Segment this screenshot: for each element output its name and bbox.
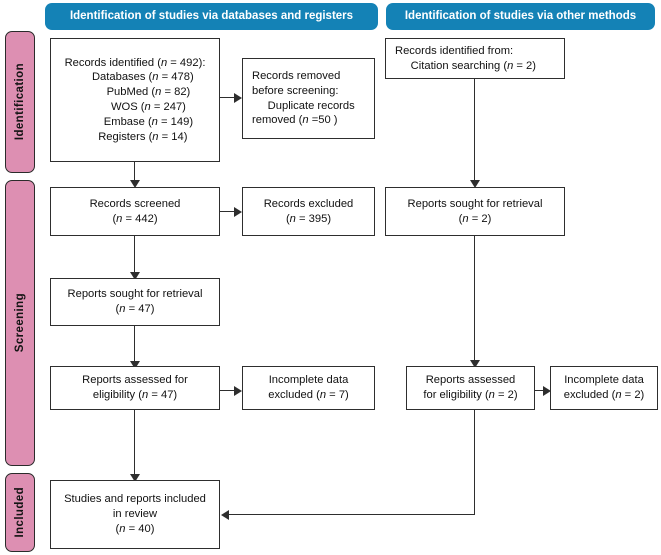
stage-bar-screening-label: Screening: [14, 293, 26, 353]
node-records-screened-line-2: (n = 442): [112, 212, 158, 225]
node-incomplete-right-line-2: excluded (n = 2): [563, 389, 645, 401]
node-studies-included-line-1: Studies and reports included: [64, 493, 206, 506]
edge-assessed-right-to-included-hline: [228, 514, 475, 516]
node-reports-assessed-left-line-1: Reports assessed for: [82, 374, 188, 387]
edge-sought-to-assessed-line: [134, 326, 136, 366]
node-records-removed-line-2: before screening:: [252, 84, 339, 97]
node-reports-sought-right-line-2: (n = 2): [458, 212, 492, 225]
node-incomplete-left: Incomplete data excluded (n = 7): [242, 366, 375, 410]
node-incomplete-right: Incomplete data excluded (n = 2): [550, 366, 658, 410]
column-header-other-methods: Identification of studies via other meth…: [386, 3, 655, 30]
node-incomplete-right-line-1: Incomplete data: [564, 374, 644, 387]
node-records-identified: Records identified (n = 492): Databases …: [50, 38, 220, 162]
node-records-identified-line-4: WOS (n = 247): [110, 101, 186, 113]
node-reports-assessed-right-line-2: for eligibility (n = 2): [423, 389, 518, 401]
node-studies-included-line-2: in review: [112, 508, 158, 521]
node-incomplete-left-line-1: Incomplete data: [268, 374, 349, 387]
node-records-excluded-line-1: Records excluded: [263, 197, 354, 210]
node-records-identified-line-5: Embase (n = 149): [103, 115, 194, 128]
node-records-removed-line-3: Duplicate records: [267, 99, 355, 112]
node-records-identified-line-1: Records identified (n = 492):: [64, 56, 206, 69]
edge-assessed-right-to-included-arrow: [221, 510, 229, 520]
edge-sought-right-to-assessed-right-line: [474, 236, 476, 368]
node-records-removed: Records removed before screening: Duplic…: [242, 58, 375, 139]
edge-screened-to-sought-arrow: [130, 272, 140, 280]
node-reports-assessed-left-line-2: eligibility (n = 47): [92, 389, 178, 401]
edge-screened-to-sought-line: [134, 236, 136, 276]
node-reports-sought-left: Reports sought for retrieval (n = 47): [50, 278, 220, 326]
node-studies-included-line-3: (n = 40): [115, 522, 155, 535]
node-records-identified-line-2: Databases (n = 478): [91, 71, 194, 84]
column-header-databases: Identification of studies via databases …: [45, 3, 378, 30]
node-records-identified-other-line-1: Records identified from:: [395, 44, 514, 57]
node-reports-assessed-right: Reports assessed for eligibility (n = 2): [406, 366, 535, 410]
node-reports-sought-left-line-1: Reports sought for retrieval: [67, 288, 203, 301]
node-reports-assessed-left: Reports assessed for eligibility (n = 47…: [50, 366, 220, 410]
stage-bar-screening: Screening: [5, 180, 35, 466]
column-header-other-methods-label: Identification of studies via other meth…: [404, 9, 637, 22]
edge-assessed-to-incomplete-line: [220, 390, 238, 392]
node-records-screened: Records screened (n = 442): [50, 187, 220, 236]
edge-screened-to-excluded-line: [220, 211, 238, 213]
column-header-databases-label: Identification of studies via databases …: [69, 9, 354, 22]
stage-bar-identification-label: Identification: [14, 63, 26, 141]
edge-assessed-to-incomplete-arrow: [234, 386, 242, 396]
stage-bar-included-label: Included: [14, 487, 26, 538]
edge-identified-to-removed-arrow: [234, 93, 242, 103]
node-reports-sought-right: Reports sought for retrieval (n = 2): [385, 187, 565, 236]
stage-bar-included: Included: [5, 473, 35, 552]
node-records-identified-line-3: PubMed (n = 82): [106, 86, 191, 99]
node-records-screened-line-1: Records screened: [89, 197, 181, 210]
node-records-removed-line-1: Records removed: [252, 69, 341, 82]
edge-other-to-sought-arrow: [470, 180, 480, 188]
edge-screened-to-excluded-arrow: [234, 207, 242, 217]
edge-assessed-right-to-incomplete-right-arrow: [543, 386, 551, 396]
node-records-excluded: Records excluded (n = 395): [242, 187, 375, 236]
edge-assessed-to-included-line: [134, 410, 136, 480]
node-reports-assessed-right-line-1: Reports assessed: [425, 374, 516, 387]
node-records-identified-line-6: Registers (n = 14): [98, 130, 188, 143]
node-records-removed-line-4: removed (n =50 ): [252, 114, 338, 127]
edge-sought-right-to-assessed-right-arrow: [470, 360, 480, 368]
node-incomplete-left-line-2: excluded (n = 7): [268, 389, 349, 401]
edge-identified-to-removed-line: [220, 97, 238, 99]
edge-sought-to-assessed-arrow: [130, 361, 140, 369]
node-records-identified-other-line-2: Citation searching (n = 2): [410, 59, 536, 72]
node-records-excluded-line-2: (n = 395): [285, 212, 332, 225]
node-reports-sought-right-line-1: Reports sought for retrieval: [407, 197, 543, 210]
node-studies-included: Studies and reports included in review (…: [50, 480, 220, 549]
edge-assessed-to-included-arrow: [130, 474, 140, 482]
stage-bar-identification: Identification: [5, 31, 35, 173]
edge-assessed-right-to-included-vline: [474, 410, 476, 515]
edge-identified-to-screened-line: [134, 162, 136, 184]
edge-assessed-right-to-incomplete-right-line: [535, 390, 548, 392]
edge-other-to-sought-line: [474, 78, 476, 183]
node-records-identified-other: Records identified from: Citation search…: [385, 38, 565, 79]
node-reports-sought-left-line-2: (n = 47): [115, 303, 155, 315]
edge-identified-to-screened-arrow: [130, 180, 140, 188]
